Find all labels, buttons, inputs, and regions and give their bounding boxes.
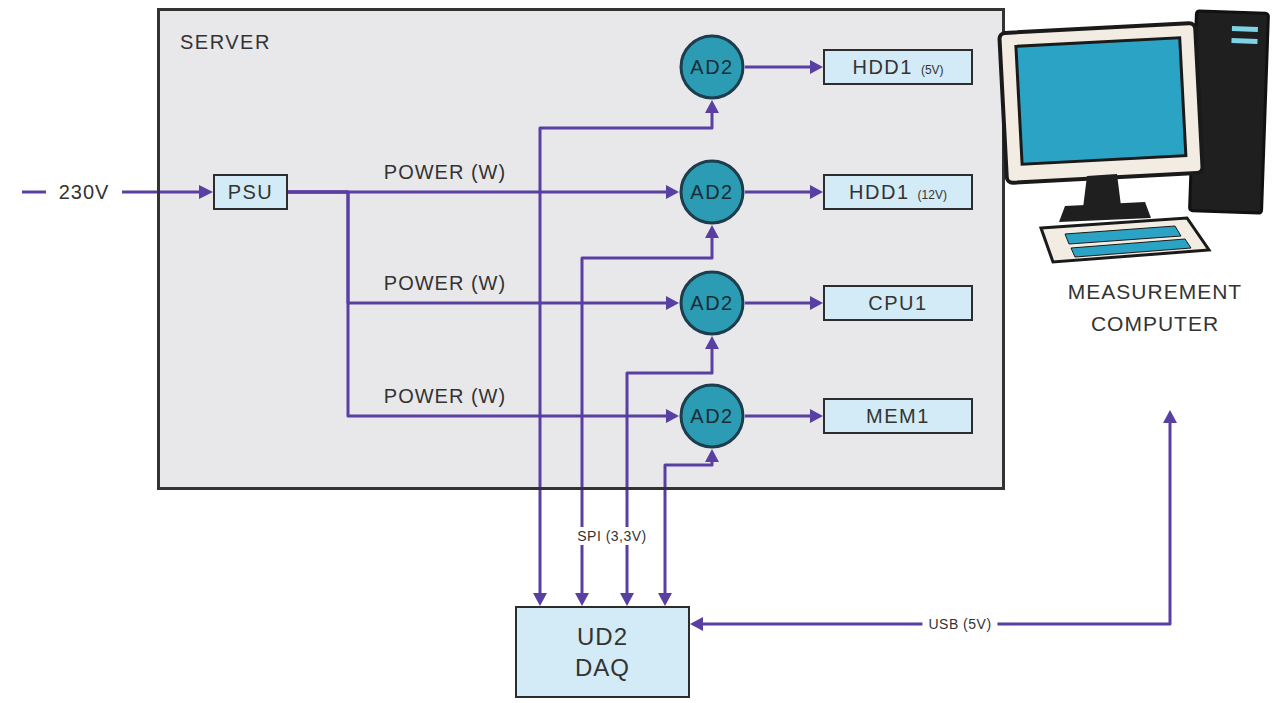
node-text: MEM1 <box>866 405 930 428</box>
connector <box>745 409 823 423</box>
node-text: CPU1 <box>868 292 927 315</box>
ad2-sensor: AD2 <box>679 159 745 225</box>
node-text: AD2 <box>690 292 733 315</box>
node-text: (12V) <box>918 188 947 202</box>
connector-line <box>288 192 667 416</box>
arrow-head <box>1163 410 1177 423</box>
node-text: SERVER <box>180 31 271 54</box>
connector-line <box>702 422 1170 624</box>
arrow-head <box>620 593 634 606</box>
text-group: HDD1 (5V) <box>852 56 943 79</box>
arrow-head <box>199 185 213 199</box>
text-group: AD2 <box>690 56 733 79</box>
node-text: AD2 <box>690 181 733 204</box>
node-text: UD2 DAQ <box>568 621 638 683</box>
psu-box: PSU <box>213 174 288 210</box>
node-text: HDD1 <box>852 56 912 79</box>
node-text: HDD1 <box>849 181 909 204</box>
text-group: AD2 <box>690 292 733 315</box>
label-holder: USB (5V) <box>922 615 997 633</box>
mains-wire <box>122 191 200 194</box>
label-holder: 230V <box>59 181 110 204</box>
label-holder: POWER (W) <box>384 272 506 295</box>
arrow-head <box>666 185 679 199</box>
arrow-head <box>533 593 547 606</box>
arrow-head <box>705 100 719 113</box>
node-text: AD2 <box>690 405 733 428</box>
text-group: AD2 <box>690 181 733 204</box>
text-group: MEM1 <box>866 405 930 428</box>
line-label: POWER (W) <box>384 385 506 407</box>
connector <box>620 336 719 606</box>
connector-line <box>627 348 712 594</box>
arrow-head <box>705 449 719 462</box>
arrow-head <box>810 60 823 74</box>
computer-illustration <box>995 8 1275 268</box>
server-housing: SERVERPSUAD2AD2AD2AD2HDD1(5V)HDD1(12V)CP… <box>157 8 1005 490</box>
node-text: MEASUREMENT COMPUTER <box>1055 276 1255 339</box>
component-box: HDD1 (12V) <box>823 174 973 210</box>
connector-line <box>745 191 811 194</box>
arrow-head <box>705 225 719 238</box>
text-group: CPU1 <box>868 292 927 315</box>
component-box: CPU1 <box>823 285 973 321</box>
arrow-head <box>810 409 823 423</box>
text-group: PSU <box>228 181 274 204</box>
text-group: HDD1 (12V) <box>849 181 947 204</box>
arrow-head <box>690 617 703 631</box>
daq-box: UD2 DAQ <box>515 606 690 698</box>
measurement-computer: MEASUREMENT COMPUTER <box>995 8 1275 410</box>
node-text: (5V) <box>921 63 944 77</box>
line-label: SPI (3,3V) <box>577 528 647 544</box>
connector <box>745 60 823 74</box>
text-group: AD2 <box>690 405 733 428</box>
connector-line <box>665 461 712 594</box>
connector <box>690 410 1177 631</box>
node-text: PSU <box>228 181 274 204</box>
label-holder: POWER (W) <box>384 385 506 408</box>
ad2-sensor: AD2 <box>679 383 745 449</box>
connector-line <box>745 415 811 418</box>
ad2-sensor: AD2 <box>679 34 745 100</box>
label-holder: POWER (W) <box>384 161 506 184</box>
component-box: MEM1 <box>823 398 973 434</box>
arrow-head <box>666 296 679 310</box>
component-box: HDD1 (5V) <box>823 49 973 85</box>
arrow-head <box>810 296 823 310</box>
connector <box>745 185 823 199</box>
connector <box>658 449 719 606</box>
connector <box>745 296 823 310</box>
label-holder: SPI (3,3V) <box>571 527 653 545</box>
text-group: UD2 DAQ <box>568 621 638 683</box>
mains-wire <box>22 191 46 194</box>
arrow-head <box>810 185 823 199</box>
connector-line <box>288 192 667 303</box>
text-group: MEASUREMENT COMPUTER <box>1035 276 1275 339</box>
text-group: SERVER <box>180 31 271 54</box>
ad2-sensor: AD2 <box>679 270 745 336</box>
arrow-head <box>705 336 719 349</box>
line-label: 230V <box>59 181 110 203</box>
arrow-head <box>666 409 679 423</box>
line-label: POWER (W) <box>384 272 506 294</box>
line-label: POWER (W) <box>384 161 506 183</box>
line-label: USB (5V) <box>928 616 991 632</box>
connector-line <box>745 302 811 305</box>
connector-line <box>745 66 811 69</box>
node-text: AD2 <box>690 56 733 79</box>
arrow-head <box>575 593 589 606</box>
arrow-head <box>658 593 672 606</box>
connector <box>288 192 679 423</box>
